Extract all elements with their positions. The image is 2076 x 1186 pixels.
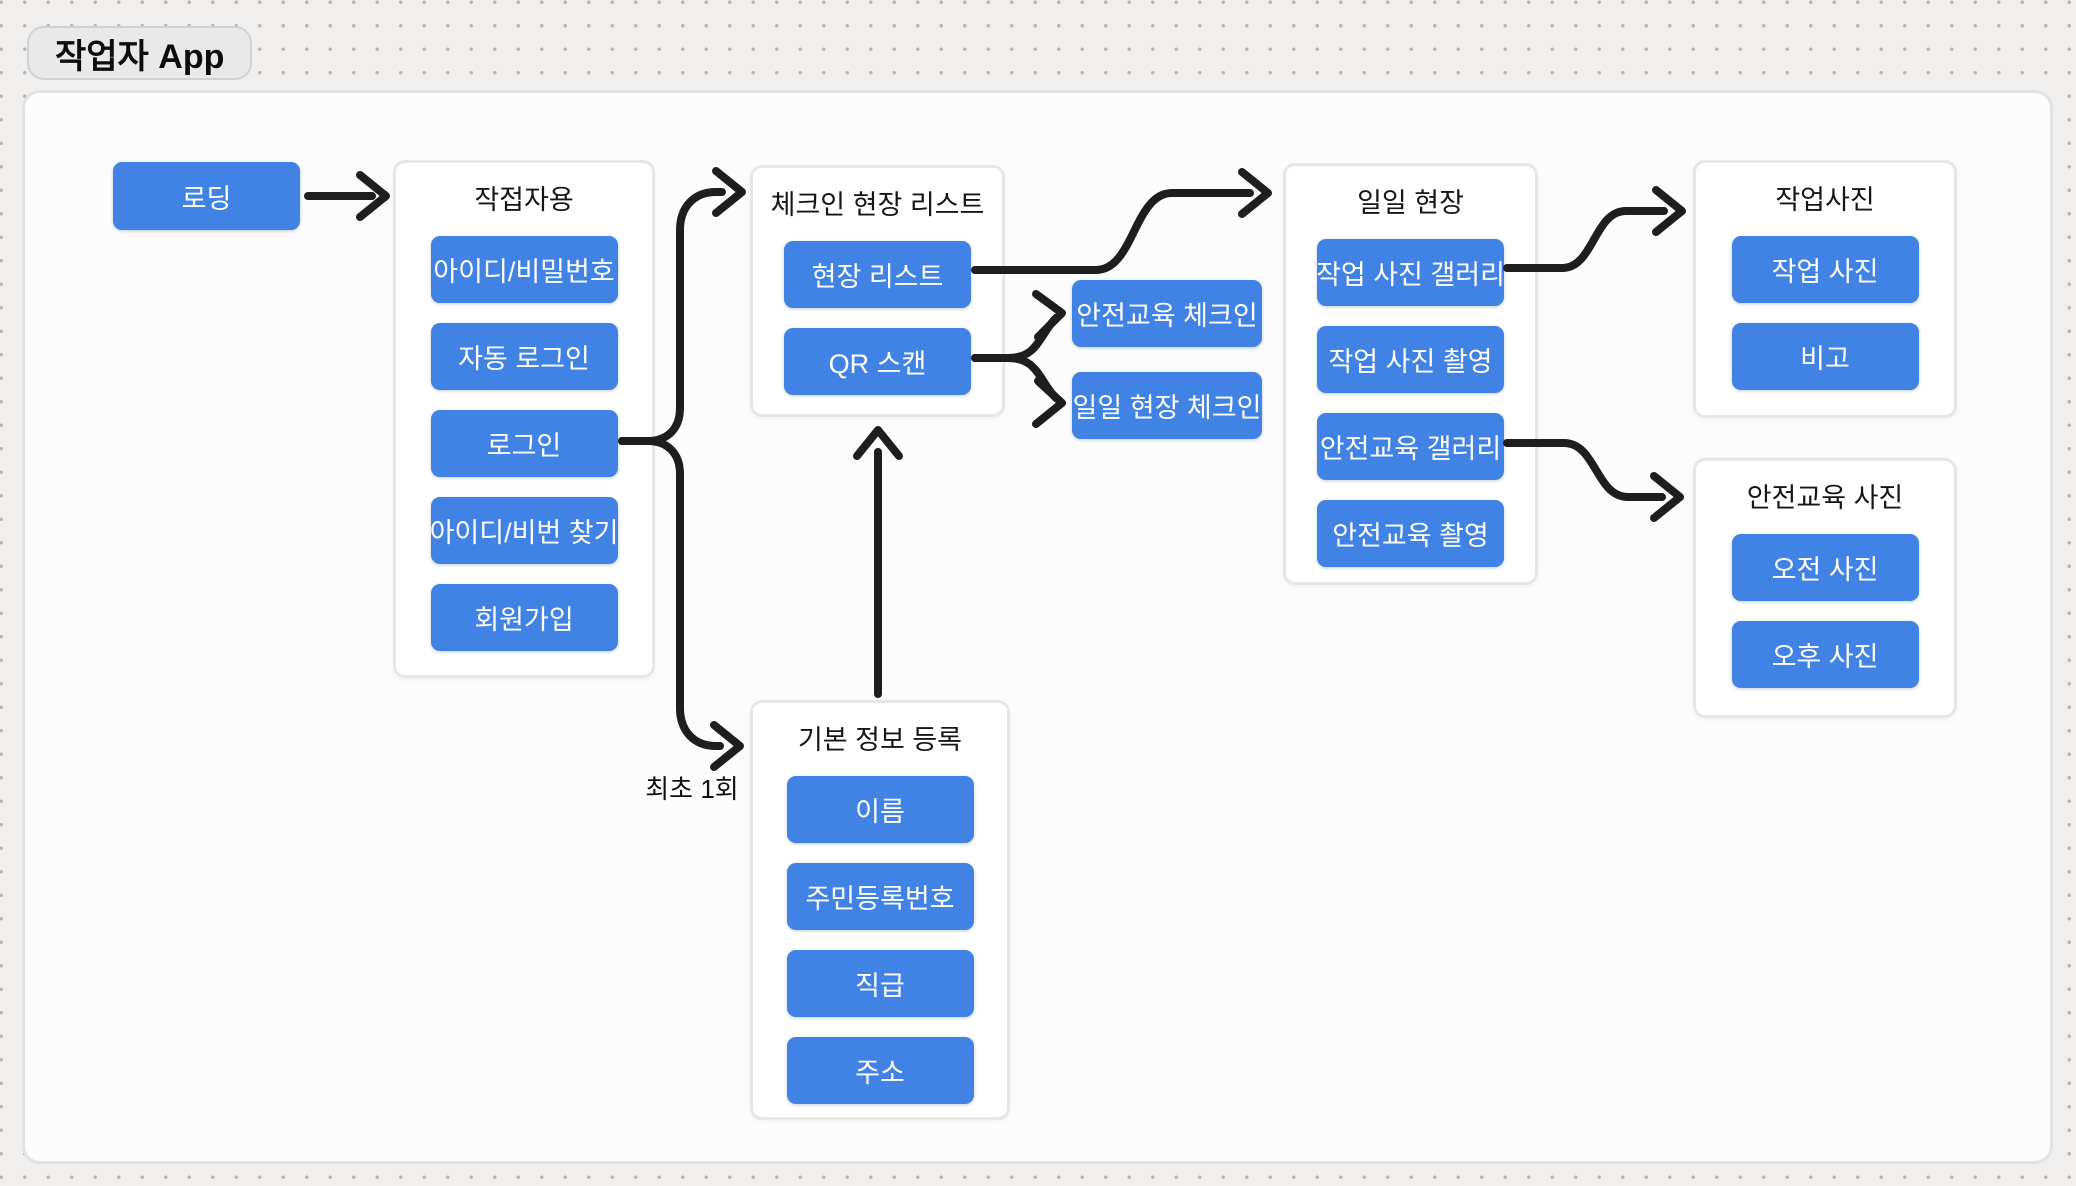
button-signup[interactable]: 회원가입 (430, 584, 618, 651)
group-safety-photos-title: 안전교육 사진 (1746, 483, 1904, 513)
group-safety-photos-buttons: 오전 사진 오후 사진 (1731, 534, 1919, 688)
group-workers-title: 작접자용 (474, 185, 574, 215)
arrow-basic-info-to-qr[interactable] (853, 426, 903, 698)
button-resident-id[interactable]: 주민등록번호 (786, 863, 974, 930)
button-note[interactable]: 비고 (1731, 323, 1919, 390)
button-safety-training-gallery[interactable]: 안전교육 갤러리 (1317, 413, 1504, 480)
page-title[interactable]: 작업자 App (27, 26, 253, 80)
group-workers-buttons: 아이디/비밀번호 자동 로그인 로그인 아이디/비번 찾기 회원가입 (430, 236, 618, 651)
arrow-loading-to-workers[interactable] (304, 171, 390, 221)
arrow-site-list-to-daily-site[interactable] (971, 168, 1272, 274)
button-site-list[interactable]: 현장 리스트 (784, 241, 971, 308)
group-basic-info[interactable]: 기본 정보 등록 이름 주민등록번호 직급 주소 (750, 700, 1010, 1120)
button-login[interactable]: 로그인 (430, 410, 618, 477)
group-work-photos-buttons: 작업 사진 비고 (1731, 236, 1919, 390)
button-safety-training-capture[interactable]: 안전교육 촬영 (1317, 500, 1504, 567)
button-morning-photo[interactable]: 오전 사진 (1731, 534, 1919, 601)
button-find-credentials[interactable]: 아이디/비번 찾기 (430, 497, 618, 564)
group-basic-info-buttons: 이름 주민등록번호 직급 주소 (786, 776, 974, 1104)
group-safety-training-photos[interactable]: 안전교육 사진 오전 사진 오후 사진 (1693, 458, 1957, 718)
arrow-login-to-checkin-list[interactable] (618, 167, 746, 445)
button-name[interactable]: 이름 (786, 776, 974, 843)
button-afternoon-photo[interactable]: 오후 사진 (1731, 621, 1919, 688)
group-checkin-buttons: 현장 리스트 QR 스캔 (784, 241, 971, 395)
button-daily-site-checkin[interactable]: 일일 현장 체크인 (1072, 372, 1262, 439)
group-workers[interactable]: 작접자용 아이디/비밀번호 자동 로그인 로그인 아이디/비번 찾기 회원가입 (393, 160, 655, 678)
arrow-safety-gallery-to-safety-photos[interactable] (1503, 439, 1684, 522)
button-loading[interactable]: 로딩 (113, 162, 300, 230)
group-work-photos[interactable]: 작업사진 작업 사진 비고 (1693, 160, 1957, 418)
group-checkin-site-list[interactable]: 체크인 현장 리스트 현장 리스트 QR 스캔 (750, 165, 1005, 417)
group-work-photos-title: 작업사진 (1775, 185, 1875, 215)
group-daily-buttons: 작업 사진 갤러리 작업 사진 촬영 안전교육 갤러리 안전교육 촬영 (1316, 239, 1505, 567)
button-work-photo-capture[interactable]: 작업 사진 촬영 (1317, 326, 1504, 393)
arrow-login-to-basic-info[interactable] (618, 437, 744, 771)
arrow-qr-to-safety-checkin[interactable] (971, 290, 1066, 362)
group-daily-title: 일일 현장 (1357, 188, 1464, 218)
button-work-photo[interactable]: 작업 사진 (1731, 236, 1919, 303)
button-address[interactable]: 주소 (786, 1037, 974, 1104)
arrow-qr-to-daily-checkin[interactable] (971, 354, 1066, 428)
group-checkin-title: 체크인 현장 리스트 (770, 190, 985, 220)
button-qr-scan[interactable]: QR 스캔 (784, 328, 971, 395)
button-safety-training-checkin[interactable]: 안전교육 체크인 (1072, 280, 1262, 347)
group-basic-info-title: 기본 정보 등록 (797, 725, 963, 755)
page-title-text: 작업자 App (55, 37, 225, 76)
button-auto-login[interactable]: 자동 로그인 (430, 323, 618, 390)
arrow-work-gallery-to-work-photos[interactable] (1503, 186, 1686, 272)
button-position[interactable]: 직급 (786, 950, 974, 1017)
label-first-time[interactable]: 최초 1회 (645, 774, 739, 804)
button-work-photo-gallery[interactable]: 작업 사진 갤러리 (1316, 239, 1505, 306)
group-daily-site[interactable]: 일일 현장 작업 사진 갤러리 작업 사진 촬영 안전교육 갤러리 안전교육 촬… (1283, 163, 1538, 585)
button-id-password[interactable]: 아이디/비밀번호 (430, 236, 618, 303)
